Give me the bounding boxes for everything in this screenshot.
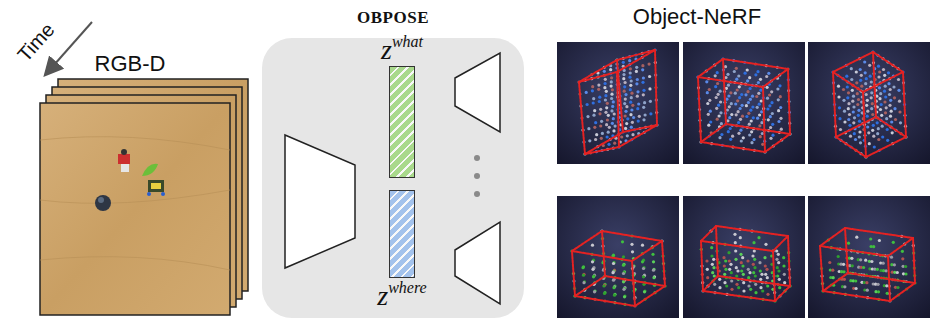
nerf-render bbox=[808, 196, 930, 318]
panel-title: OBPOSE bbox=[357, 8, 429, 27]
latent-symbol: z bbox=[377, 280, 388, 311]
time-label: Time bbox=[13, 18, 59, 65]
nerf-render bbox=[557, 42, 679, 164]
ellipsis-dot bbox=[474, 191, 480, 197]
output-label: Object-NeRF bbox=[633, 5, 761, 29]
panel-title: OBPOSE bbox=[262, 8, 524, 28]
model-panel: OBPOSEzwhatzwhere bbox=[262, 6, 524, 318]
latent-label: zwhat bbox=[381, 32, 423, 66]
ellipsis-dot bbox=[474, 155, 480, 161]
latent-bar bbox=[389, 66, 415, 178]
latent-superscript: where bbox=[388, 279, 427, 296]
rgbd-frames bbox=[40, 79, 248, 315]
ellipsis-dot bbox=[474, 173, 480, 179]
nerf-render bbox=[683, 42, 805, 164]
input-label: RGB-D bbox=[95, 52, 166, 76]
encoder-trapezoid bbox=[285, 135, 355, 268]
nerf-render bbox=[683, 196, 805, 318]
latent-bar bbox=[389, 190, 415, 278]
latent-vector: zwhere bbox=[362, 190, 442, 312]
nerf-render bbox=[808, 42, 930, 164]
latent-symbol: z bbox=[381, 34, 392, 65]
latent-vector: zwhat bbox=[362, 32, 442, 178]
decoder-trapezoid bbox=[455, 222, 500, 304]
decoder-trapezoid bbox=[455, 53, 500, 132]
nerf-render bbox=[557, 196, 679, 318]
latent-label: zwhere bbox=[377, 278, 426, 312]
latent-superscript: what bbox=[392, 33, 423, 50]
